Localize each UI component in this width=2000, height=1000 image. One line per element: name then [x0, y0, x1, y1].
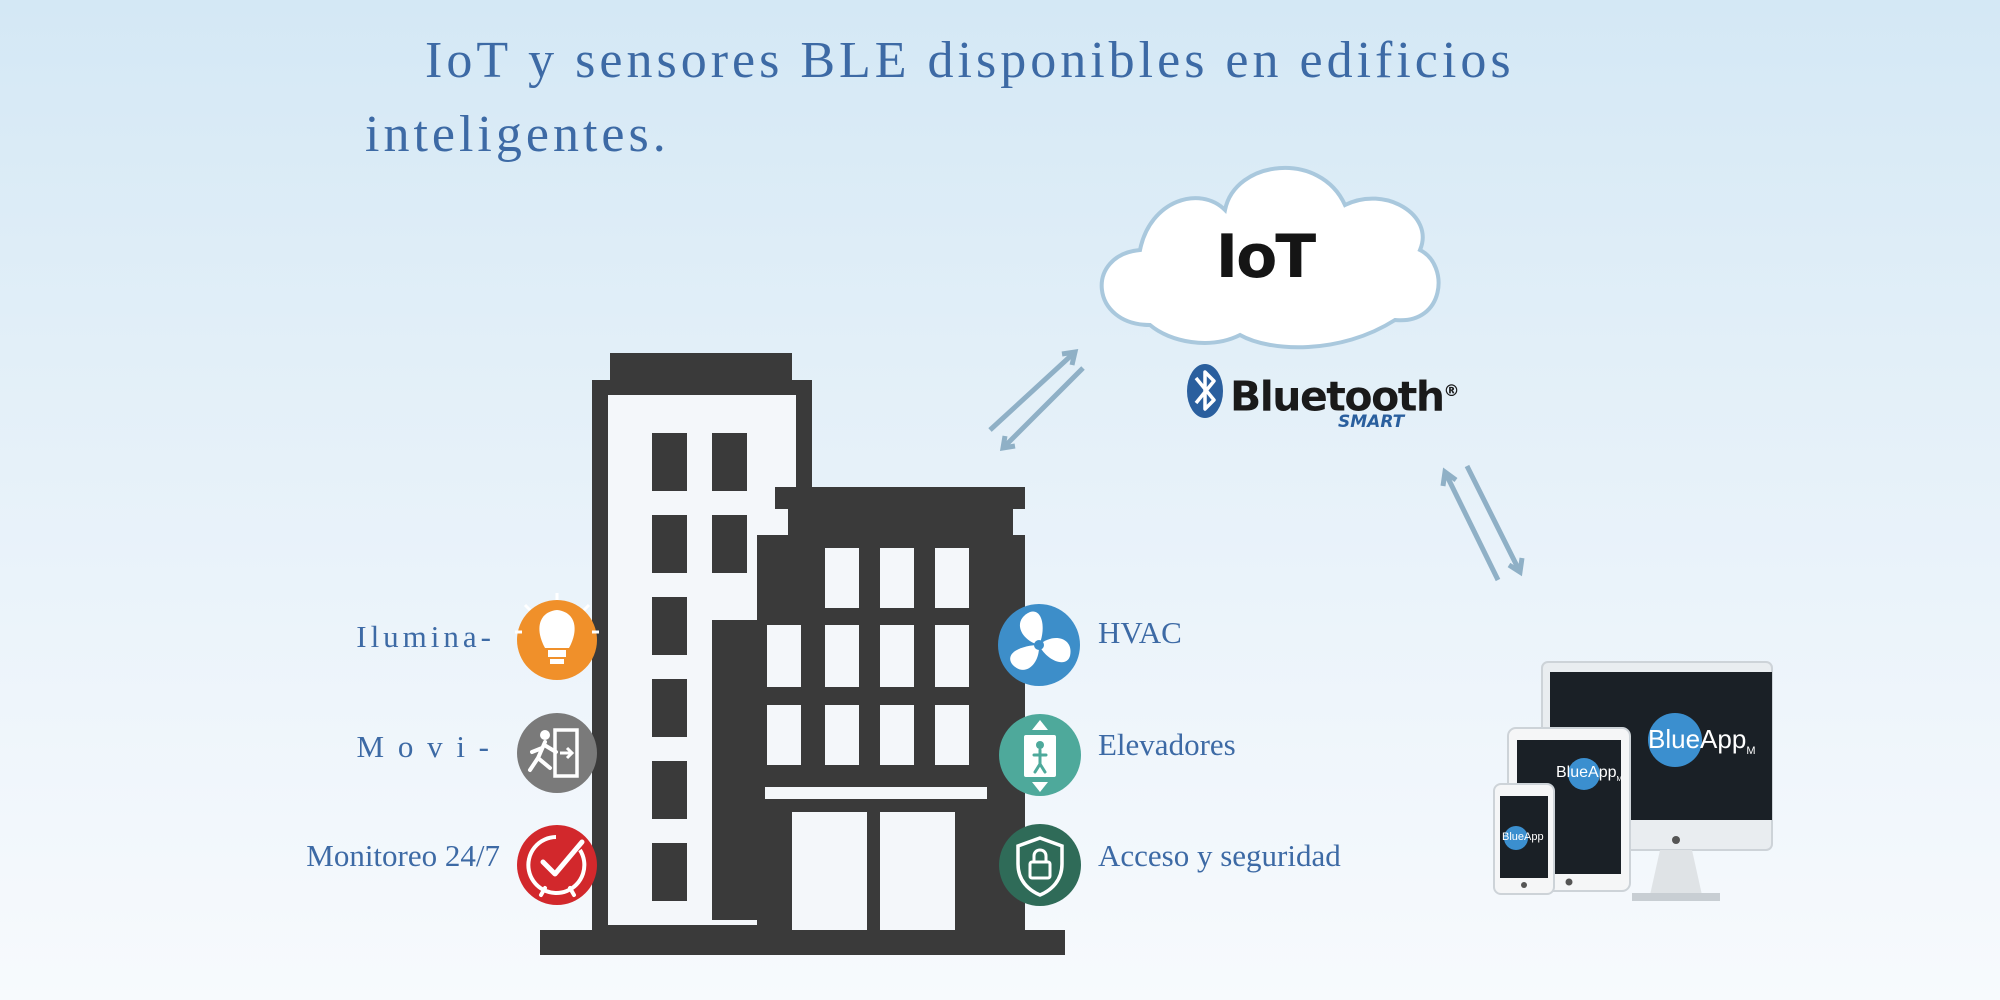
page-title: IoT y sensores BLE disponibles en edific…: [365, 32, 1515, 163]
phone-app-label: BlueApp: [1502, 831, 1544, 843]
cloud-devices-arrows: [1440, 464, 1525, 582]
elevators-label: Elevadores: [1098, 727, 1236, 762]
bluetooth-smart-label: SMART: [1338, 412, 1405, 432]
lighting-label: Ilumina-: [356, 619, 495, 654]
cloud-label: IoT: [1215, 222, 1316, 292]
monitor-app-label: BlueAppM: [1648, 724, 1756, 758]
access-security-label: Acceso y seguridad: [1098, 838, 1341, 873]
monitoring-label: Monitoreo 24/7: [306, 838, 500, 873]
bluetooth-icon: [1187, 364, 1223, 418]
bluetooth-label: Bluetooth®: [1230, 372, 1459, 421]
lighting-icon: [515, 593, 599, 680]
iot-cloud: [1099, 165, 1441, 350]
shield-lock-icon: [999, 824, 1081, 906]
movement-label: M o v i -: [356, 729, 492, 764]
fan-icon: [998, 604, 1080, 686]
devices-illustration: [1493, 661, 1773, 901]
check-monitor-icon: [517, 825, 597, 905]
hvac-label: HVAC: [1098, 615, 1182, 650]
emergency-exit-icon: [517, 713, 597, 793]
tablet-app-label: BlueAppM: [1556, 764, 1623, 784]
building-icon: [540, 353, 1065, 955]
elevator-icon: [999, 714, 1081, 796]
building-cloud-arrows: [988, 348, 1085, 452]
